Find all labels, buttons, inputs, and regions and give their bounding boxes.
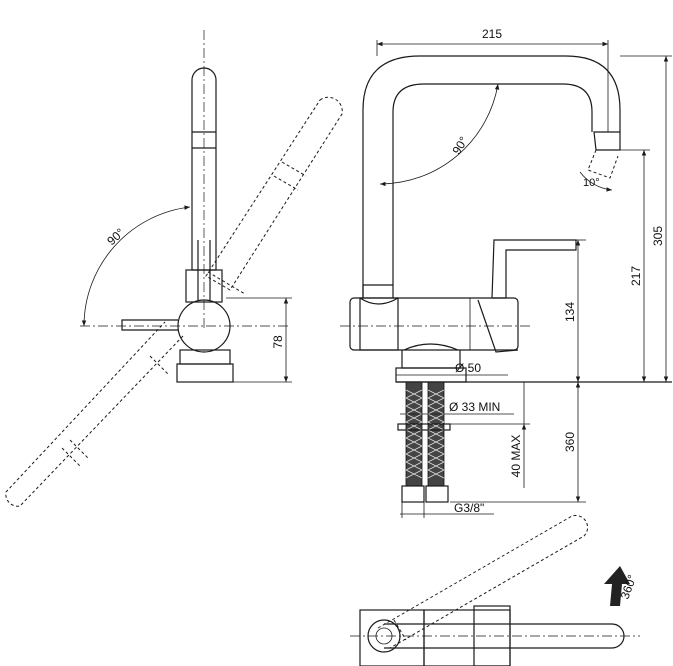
dim-215: 215	[482, 27, 502, 41]
front-body	[349, 297, 519, 351]
dim-diameter-50: Ø 50	[455, 361, 481, 375]
side-spout	[191, 67, 217, 271]
top-swung-spout	[377, 514, 589, 649]
front-spout	[362, 55, 621, 298]
dim-217: 217	[629, 266, 643, 286]
dim-305: 305	[651, 226, 665, 246]
dim-thread: G3/8"	[454, 501, 484, 515]
supply-hoses	[397, 381, 451, 503]
rotation-arrow-icon	[604, 566, 630, 606]
side-swung-spout	[205, 96, 343, 295]
dim-134: 134	[563, 302, 577, 322]
top-view: 360°	[350, 514, 640, 666]
front-angle-label: 90°	[449, 134, 471, 157]
dim-diameter-33: Ø 33 MIN	[449, 400, 500, 414]
dim-360: 360	[563, 432, 577, 452]
aerator	[593, 131, 621, 151]
front-collar	[359, 297, 399, 351]
front-view: 10° 90°	[340, 27, 672, 518]
dim-78: 78	[271, 335, 285, 349]
side-base	[176, 363, 234, 383]
side-angle-label: 90°	[104, 225, 127, 248]
dim-40-max: 40 MAX	[509, 435, 523, 478]
front-lever	[491, 239, 577, 299]
side-view: 90° 78	[5, 30, 343, 507]
side-swung-lever	[5, 321, 184, 507]
side-lever	[121, 319, 178, 331]
tilt-angle-label: 10°	[583, 177, 600, 189]
